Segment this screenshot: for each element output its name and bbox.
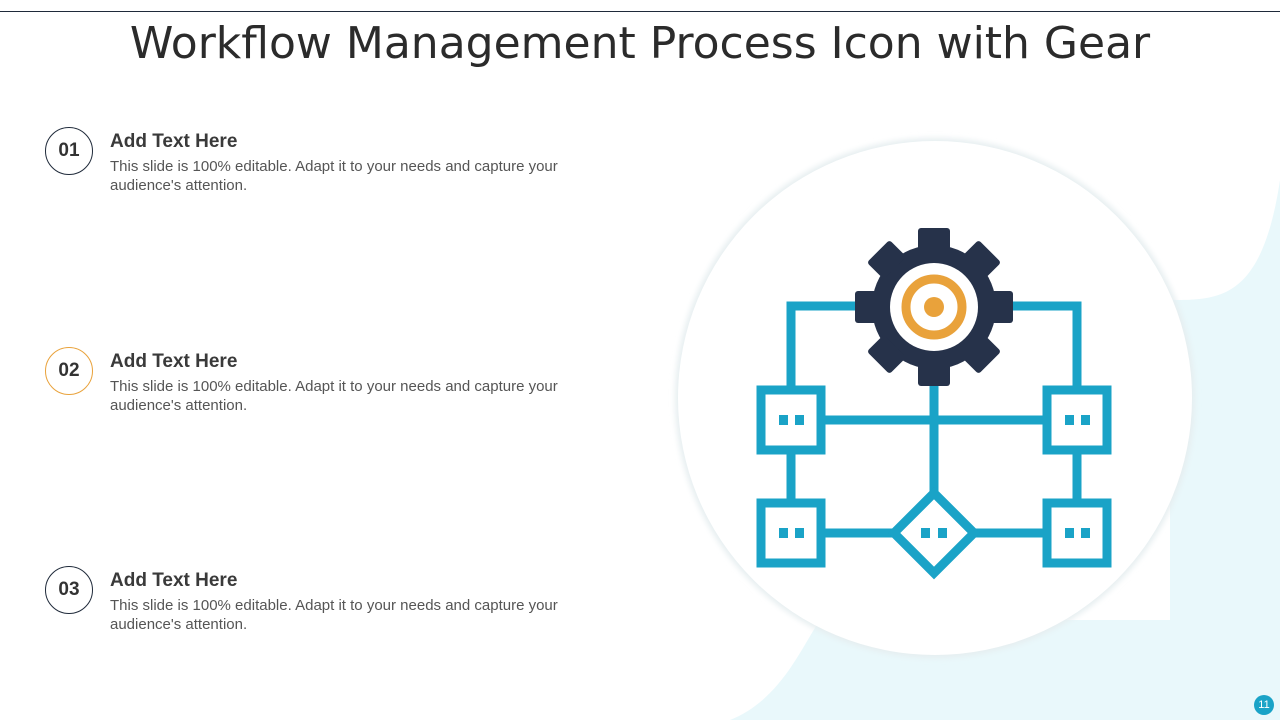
node-dots [779, 415, 1090, 538]
item-number-badge: 02 [45, 347, 93, 395]
list-item-3: 03 Add Text Here This slide is 100% edit… [45, 566, 605, 646]
top-rule [0, 11, 1280, 12]
item-heading: Add Text Here [110, 131, 238, 152]
page-number-badge: 11 [1254, 695, 1274, 715]
item-heading: Add Text Here [110, 351, 238, 372]
list-item-2: 02 Add Text Here This slide is 100% edit… [45, 347, 605, 427]
list-item-1: 01 Add Text Here This slide is 100% edit… [45, 127, 605, 207]
item-body: This slide is 100% editable. Adapt it to… [110, 158, 558, 194]
item-number-badge: 03 [45, 566, 93, 614]
target-ring [901, 274, 967, 340]
item-body: This slide is 100% editable. Adapt it to… [110, 597, 558, 633]
gear-icon [855, 228, 1013, 386]
node-square-bottom-left [756, 498, 826, 568]
flow-nodes [756, 385, 1112, 580]
node-square-top-left [756, 385, 826, 455]
item-heading: Add Text Here [110, 570, 238, 591]
node-square-top-right [1042, 385, 1112, 455]
slide-title: Workflow Management Process Icon with Ge… [129, 18, 1151, 69]
node-square-bottom-right [1042, 498, 1112, 568]
item-number-badge: 01 [45, 127, 93, 175]
flow-connectors [786, 301, 1082, 538]
node-diamond [887, 486, 981, 580]
item-body: This slide is 100% editable. Adapt it to… [110, 378, 558, 414]
target-center [924, 297, 944, 317]
